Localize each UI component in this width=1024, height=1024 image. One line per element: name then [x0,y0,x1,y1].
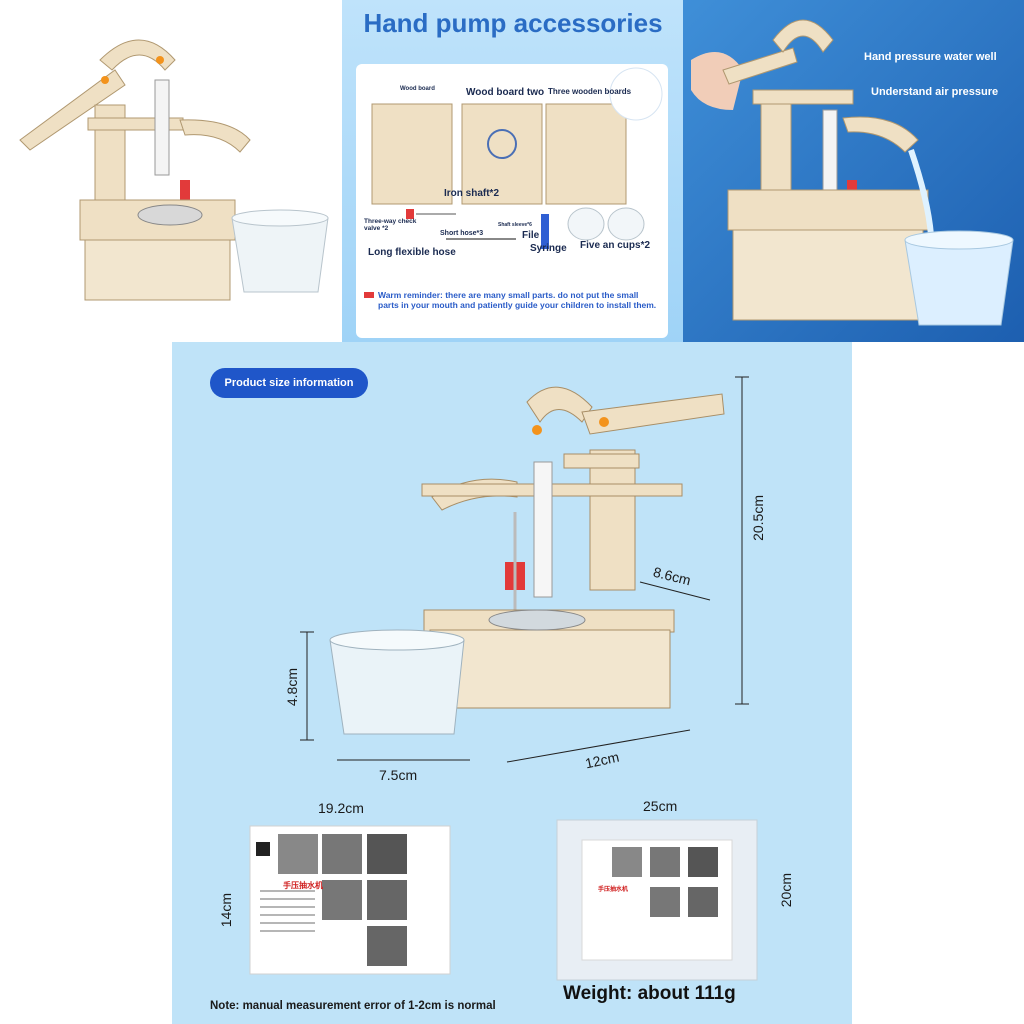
parts-illustration [371,67,663,249]
dim-bag-width: 25cm [643,798,678,814]
accessories-title: Hand pump accessories [363,8,663,38]
label-iron-shaft: Iron shaft*2 [444,188,500,199]
hand-shape [691,52,743,110]
label-three-way-valve: Three-way check valve *2 [364,218,417,232]
product-photo-panel [0,0,342,342]
label-syringe: Syringe [530,243,567,254]
accessories-card [356,64,668,338]
dim-card-height: 14cm [218,893,234,928]
pump-illustration [19,39,329,301]
label-wood-board-two: Wood board two [466,87,545,98]
pump-model [421,386,725,709]
pump-demo-illustration [691,19,1014,326]
dim-height: 20.5cm [750,495,766,541]
warning-text: Warm reminder: there are many small part… [378,290,657,310]
size-diagram [249,376,758,981]
size-info-badge: Product size information [210,368,368,398]
dim-base-height: 4.8cm [284,668,300,707]
demo-label-2: Understand air pressure [871,86,999,98]
label-short-hose: Short hose*3 [440,230,484,237]
label-three-wooden-boards: Three wooden boards [548,87,632,96]
card-title: 手压抽水机 [283,881,323,890]
label-wood-board: Wood board [400,86,435,92]
label-file: File [522,230,540,241]
measurement-note: Note: manual measurement error of 1-2cm … [210,1000,496,1012]
dim-bag-height: 20cm [778,873,794,908]
base-width-dim-line [506,729,691,763]
warning-arrow-icon [364,292,374,298]
label-cups: Five an cups*2 [580,240,651,251]
cup-shape [329,639,465,735]
weight-label: Weight: about 111g [563,983,736,1004]
label-shaft-sleeve: Shaft sleeve*6 [498,222,532,228]
demo-label-1: Hand pressure water well [864,51,997,63]
depth-dim-line [639,581,711,601]
label-long-hose: Long flexible hose [368,247,456,258]
bag-card-title: 手压抽水机 [598,887,629,893]
dim-card-width: 19.2cm [318,800,364,816]
dim-cup-width: 7.5cm [379,767,418,783]
demo-panel [683,0,1024,342]
